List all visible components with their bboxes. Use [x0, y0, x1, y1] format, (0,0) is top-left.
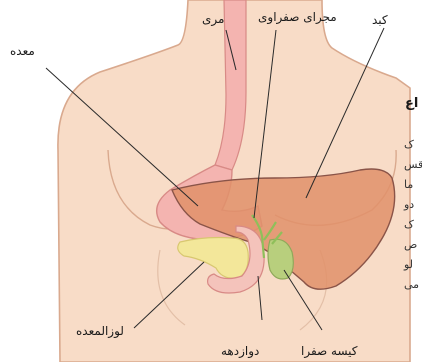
label-esophagus: مری: [202, 12, 224, 26]
sidebar-line: می: [404, 278, 419, 291]
label-pancreas: لوزالمعده: [76, 324, 124, 338]
sidebar-line: دو: [404, 198, 414, 211]
label-duodenum: دوازدهه: [221, 344, 259, 358]
sidebar-line: ک: [404, 218, 414, 231]
label-gallbladder: کیسه صفرا: [301, 344, 358, 358]
sidebar-line: ص: [404, 238, 417, 251]
sidebar-line: قس: [404, 158, 422, 171]
sidebar-line: ما: [404, 178, 413, 191]
label-liver: کبد: [372, 13, 388, 27]
sidebar-line: ک: [404, 138, 414, 151]
sidebar-line: لو: [404, 258, 413, 271]
label-stomach: معده: [10, 44, 35, 58]
label-bile-duct: مجرای صفراوی: [258, 10, 337, 24]
sidebar-heading: اع: [405, 96, 418, 111]
